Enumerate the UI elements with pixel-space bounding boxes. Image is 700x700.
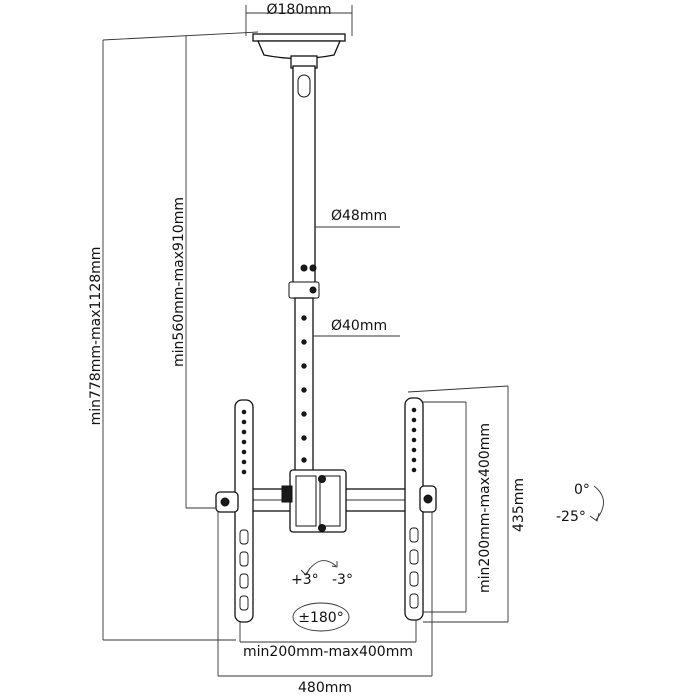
right-vesa-bracket — [404, 397, 437, 621]
extension-pole — [288, 65, 320, 481]
tilt-up-label: 0° — [574, 482, 590, 498]
motion-indicators — [292, 485, 604, 632]
level-minus-label: -3° — [332, 572, 353, 588]
ceiling-plate-top — [252, 33, 346, 42]
bracket-width-range-label: min200mm-max400mm — [243, 644, 413, 660]
bracket-height-range-label: min200mm-max400mm — [477, 423, 493, 593]
swivel-ellipse — [292, 602, 350, 632]
total-height-label: min778mm-max1128mm — [88, 247, 104, 426]
right-bracket-holes — [411, 407, 417, 473]
outer-pole-diameter-label: Ø48mm — [331, 208, 387, 224]
tilt-knob — [318, 475, 326, 483]
inner-pole-diameter-label: Ø40mm — [331, 318, 387, 334]
inner-pole-adjustment-holes — [301, 315, 307, 463]
pole-top-slot — [297, 74, 311, 98]
tilt-head — [281, 469, 347, 533]
tilt-down-label: -25° — [556, 509, 586, 525]
overall-width-label: 480mm — [298, 680, 352, 696]
left-bracket-holes — [241, 409, 247, 475]
pole-length-label: min560mm-max910mm — [171, 197, 187, 367]
level-plus-label: +3° — [291, 572, 319, 588]
outer-pole — [292, 65, 316, 299]
ceiling-plate-diameter-label: Ø180mm — [266, 2, 331, 18]
left-vesa-bracket — [215, 399, 254, 623]
bracket-length-label: 435mm — [511, 478, 527, 532]
dimension-lines — [102, 31, 509, 677]
swivel-label: ±180° — [298, 610, 343, 626]
